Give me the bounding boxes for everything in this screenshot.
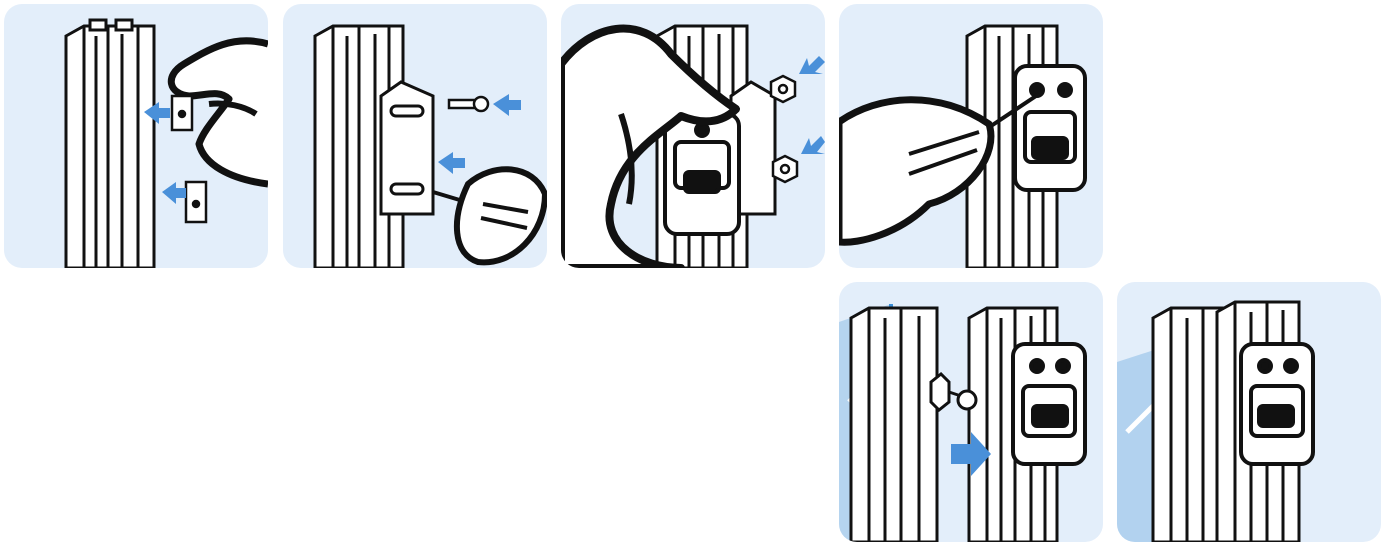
switch-body-icon <box>665 114 739 234</box>
switch-body-icon <box>1015 66 1085 190</box>
step-1-panel <box>4 4 268 268</box>
arrow-icon <box>799 56 825 154</box>
bracket-icon <box>381 82 433 214</box>
step-3-illustration <box>561 4 825 268</box>
aluminum-profile <box>66 20 154 268</box>
step-6-illustration <box>1117 282 1381 542</box>
step-3-panel <box>561 4 825 268</box>
step-4-panel <box>839 4 1103 268</box>
slot-nut-icon <box>186 182 206 222</box>
step-6-panel <box>1117 282 1381 542</box>
step-4-illustration <box>839 4 1103 268</box>
step-2-illustration <box>283 4 547 268</box>
slot-nut-icon <box>172 96 192 130</box>
step-1-illustration <box>4 4 268 268</box>
switch-body-icon <box>1241 344 1313 464</box>
step-5-panel <box>839 282 1103 542</box>
switch-body-icon <box>1013 344 1085 464</box>
screwdriver-icon <box>433 169 545 262</box>
step-5-illustration <box>839 282 1103 542</box>
screw-icon <box>449 97 488 111</box>
step-2-panel <box>283 4 547 268</box>
